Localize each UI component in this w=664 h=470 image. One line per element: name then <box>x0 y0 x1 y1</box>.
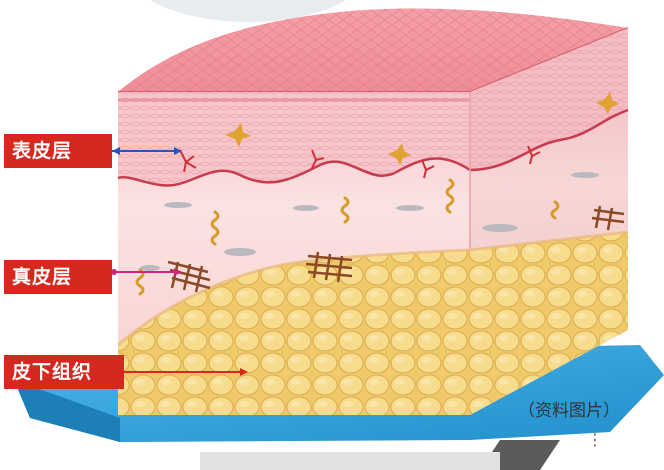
vertical-ellipsis-icon: ⋮ <box>587 436 603 443</box>
background-grey-band <box>200 452 500 470</box>
epidermis-label: 表皮层 <box>4 134 112 168</box>
image-source-note: （资料图片） <box>518 396 620 421</box>
subcutis-label: 皮下组织 <box>4 355 124 389</box>
dermis-label: 真皮层 <box>4 260 112 294</box>
